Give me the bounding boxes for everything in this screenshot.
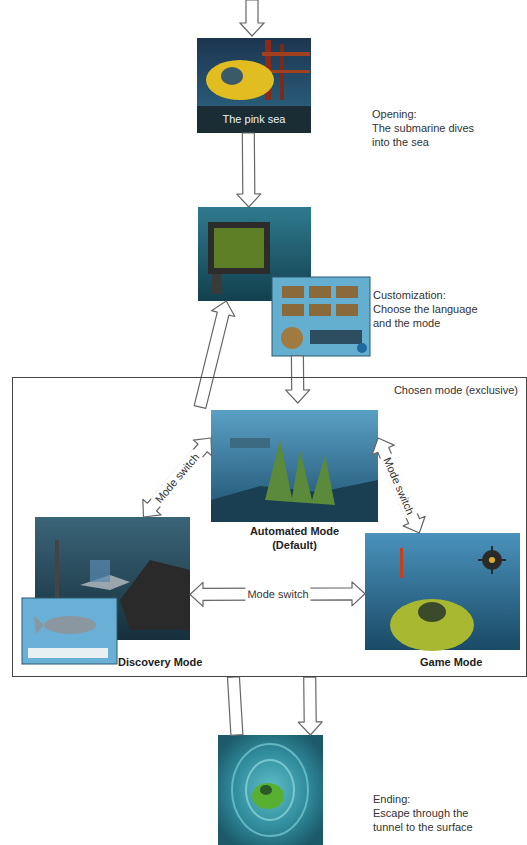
caption-body: The submarine dives into the sea bbox=[372, 121, 486, 149]
game-screenshot bbox=[365, 533, 520, 651]
block-arrow bbox=[298, 677, 322, 735]
frame-title: Chosen mode (exclusive) bbox=[394, 383, 518, 397]
screenshot-node: Game Mode bbox=[365, 533, 520, 650]
caption-heading: Customization: bbox=[373, 288, 446, 302]
ending-screenshot bbox=[218, 735, 323, 845]
screen-title: The pink sea bbox=[197, 112, 311, 126]
caption-body-holder: Choose the language and the mode bbox=[373, 302, 487, 330]
caption-heading-holder: Ending: bbox=[373, 792, 410, 806]
edge-label: Mode switch bbox=[151, 448, 204, 507]
block-arrow bbox=[190, 582, 365, 607]
caption-heading-holder: Opening: bbox=[372, 107, 417, 121]
caption-heading: Opening: bbox=[372, 107, 417, 121]
screenshot-node: Opening:The submarine dives into the sea… bbox=[197, 38, 311, 133]
edge-label-holder: Mode switch bbox=[151, 448, 204, 507]
screen-title-holder: The pink sea bbox=[197, 112, 311, 126]
caption-body: Choose the language and the mode bbox=[373, 302, 487, 330]
entry-arrow bbox=[240, 0, 264, 36]
mode-name-holder: Automated Mode (Default) bbox=[239, 524, 350, 552]
caption-body-holder: Escape through the tunnel to the surface bbox=[373, 806, 487, 834]
screenshot-node: Discovery Mode bbox=[35, 517, 190, 640]
block-arrow bbox=[228, 677, 243, 736]
caption-body-holder: The submarine dives into the sea bbox=[372, 121, 486, 149]
mode-name-holder: Discovery Mode bbox=[118, 655, 202, 669]
edge-label: Mode switch bbox=[379, 453, 418, 518]
edge-label: Mode switch bbox=[245, 587, 310, 601]
screenshot-node: Automated Mode (Default) bbox=[211, 410, 378, 522]
screenshot-node: Ending:Escape through the tunnel to the … bbox=[218, 735, 323, 845]
caption-heading: Ending: bbox=[373, 792, 410, 806]
frame-title-holder: Chosen mode (exclusive) bbox=[394, 383, 518, 397]
block-arrow bbox=[194, 301, 235, 408]
caption-heading-holder: Customization: bbox=[373, 288, 446, 302]
edge-label-holder: Mode switch bbox=[245, 587, 310, 601]
mode-name: Discovery Mode bbox=[118, 655, 202, 669]
mode-name-holder: Game Mode bbox=[420, 655, 482, 669]
mode-name: Automated Mode (Default) bbox=[239, 524, 350, 552]
edge-label-holder: Mode switch bbox=[379, 453, 418, 518]
discovery-screenshot bbox=[22, 517, 190, 664]
block-arrow bbox=[286, 356, 310, 403]
mode-frame: Chosen mode (exclusive) Automated Mode (D… bbox=[12, 377, 527, 677]
opening-screenshot bbox=[197, 38, 311, 133]
block-arrow bbox=[372, 438, 425, 533]
automated-screenshot bbox=[211, 410, 378, 522]
caption-body: Escape through the tunnel to the surface bbox=[373, 806, 487, 834]
screenshot-node: Customization:Choose the language and th… bbox=[198, 207, 311, 301]
block-arrow bbox=[237, 133, 261, 207]
block-arrow bbox=[143, 438, 212, 517]
mode-name: Game Mode bbox=[420, 655, 482, 669]
